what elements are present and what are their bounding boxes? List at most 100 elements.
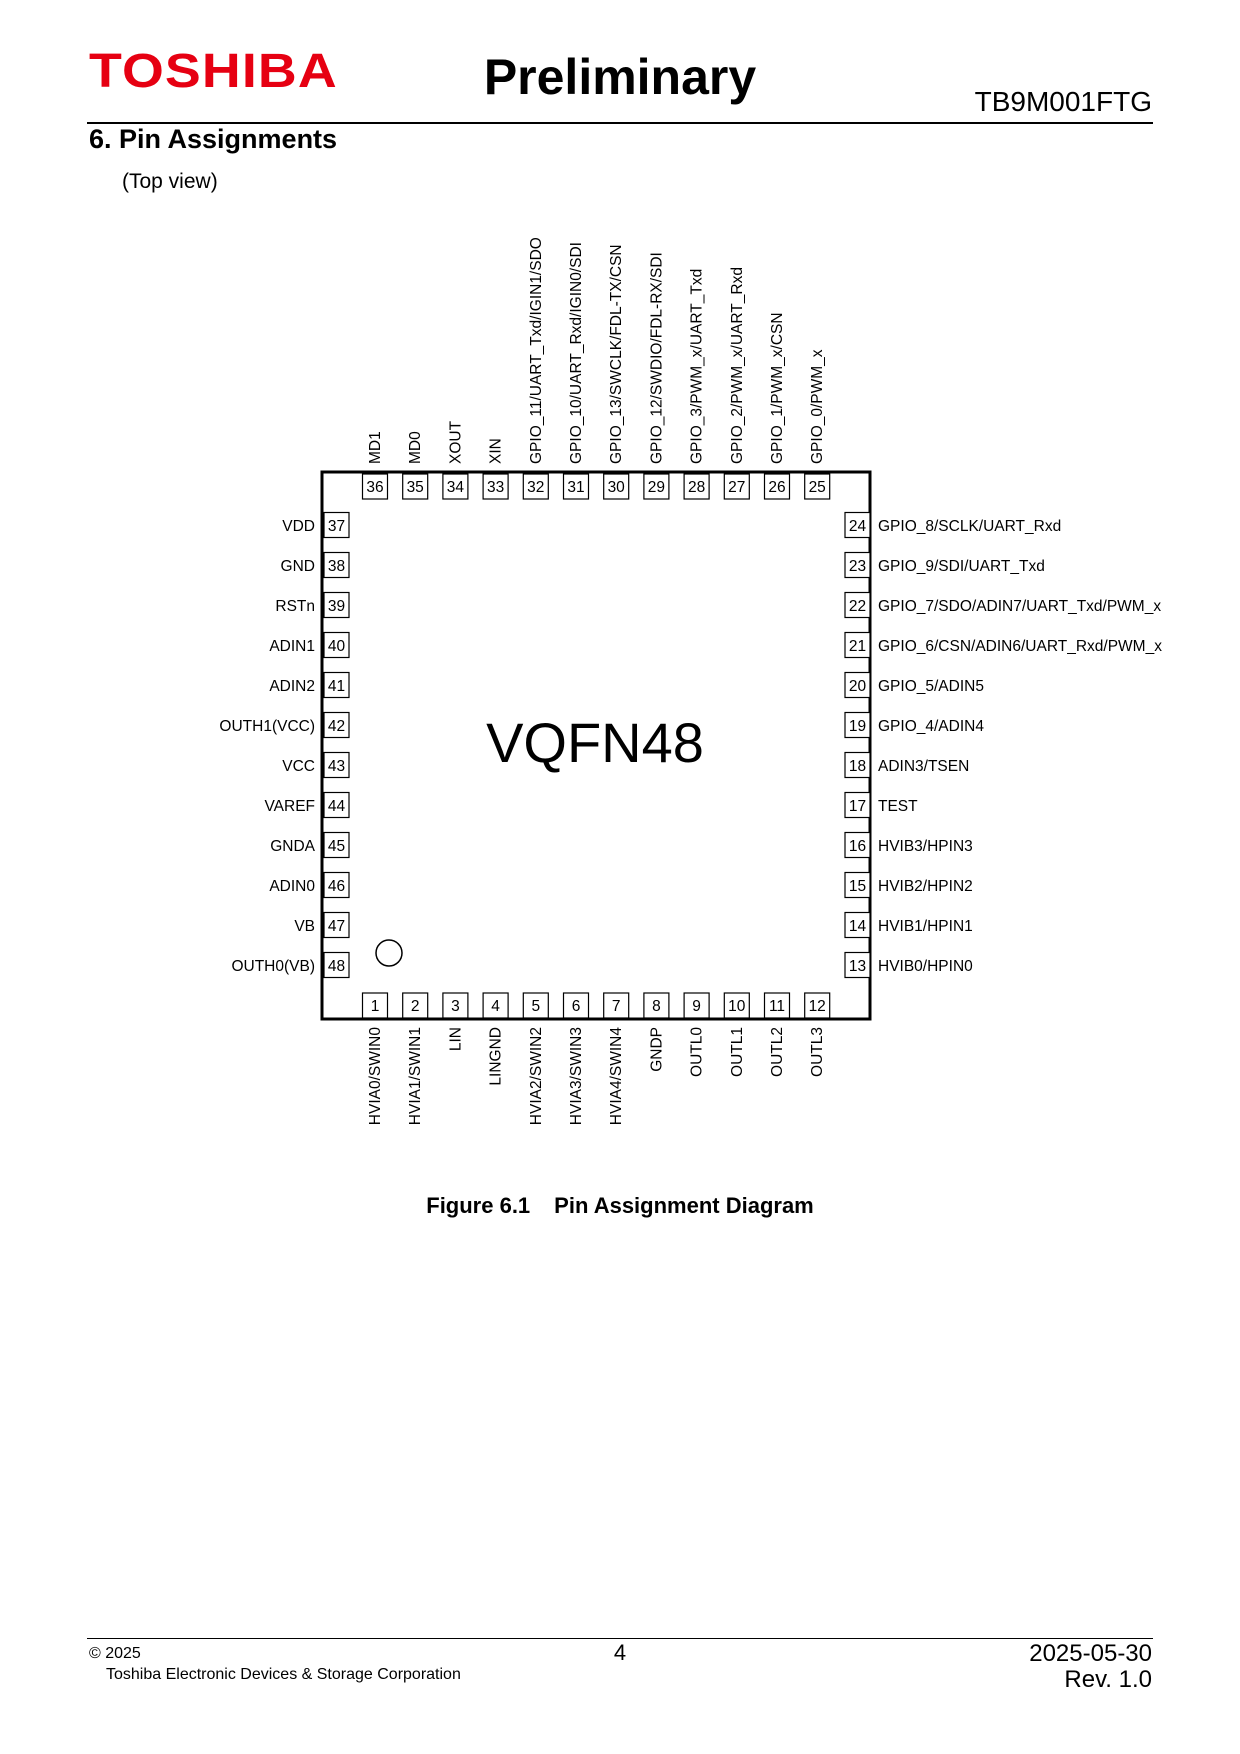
pin-number-box xyxy=(323,951,350,979)
page-number: 4 xyxy=(613,1640,627,1665)
pin-number-box xyxy=(562,473,590,500)
pin-number: 16 xyxy=(849,838,866,855)
pin-number: 28 xyxy=(688,479,705,496)
pin-number: 44 xyxy=(328,798,346,815)
pin-label: HVIB3/HPIN3 xyxy=(878,838,973,855)
pin-number: 24 xyxy=(849,518,867,535)
pin-31: 31 GPIO_10/UART_Rxd/IGIN0/SDI xyxy=(562,242,590,500)
pin-label: GPIO_3/PWM_x/UART_Txd xyxy=(689,269,706,464)
pin-16: 16 HVIB3/HPIN3 xyxy=(844,831,973,859)
pin-number-box xyxy=(402,473,429,500)
pin-number-box xyxy=(323,751,350,779)
package-name: VQFN48 xyxy=(486,711,704,774)
pin-number-box xyxy=(643,992,670,1019)
pin-number-box xyxy=(683,473,710,500)
document-date: 2025-05-30 xyxy=(1029,1640,1152,1667)
pin-number-box xyxy=(402,992,429,1019)
pin-number: 36 xyxy=(366,479,383,496)
pin-number: 19 xyxy=(849,718,866,735)
pin-number: 48 xyxy=(328,958,345,975)
pin-label: VCC xyxy=(282,758,315,775)
pin-label: ADIN2 xyxy=(269,678,315,695)
pin-label: OUTL1 xyxy=(729,1027,746,1077)
pin-number: 1 xyxy=(371,998,380,1015)
pin-number: 9 xyxy=(692,998,701,1015)
pin-number-box xyxy=(442,473,469,500)
pin-number: 37 xyxy=(328,518,345,535)
pin-label: OUTH1(VCC) xyxy=(219,718,315,735)
pin-label: GPIO_4/ADIN4 xyxy=(878,718,984,735)
pin-42: 42 OUTH1(VCC) xyxy=(219,711,350,739)
pin-number-box xyxy=(723,473,750,500)
pin-label: HVIB1/HPIN1 xyxy=(878,918,973,935)
pin-label: HVIB0/HPIN0 xyxy=(878,958,973,975)
pin-number-box xyxy=(323,791,350,819)
pin-number-box xyxy=(522,473,549,500)
pin-number-box xyxy=(361,992,389,1019)
pin-number-box xyxy=(804,992,831,1019)
pin-number-box xyxy=(323,671,350,699)
pin-number: 38 xyxy=(328,558,345,575)
pin-number: 31 xyxy=(567,479,584,496)
pin-number: 15 xyxy=(849,878,866,895)
pin-number-box xyxy=(323,511,350,539)
pin-number-box xyxy=(323,591,350,619)
part-number: TB9M001FTG xyxy=(974,86,1152,117)
pin-label: GPIO_13/SWCLK/FDL-TX/CSN xyxy=(608,244,625,464)
pin-number-box xyxy=(844,911,871,939)
pin-number: 4 xyxy=(491,998,500,1015)
pin-number: 14 xyxy=(849,918,867,935)
pin-label: VB xyxy=(294,918,315,935)
pin-label: HVIA2/SWIN2 xyxy=(528,1027,545,1125)
copyright: © 2025 xyxy=(89,1645,141,1662)
pin-label: VDD xyxy=(282,518,315,535)
pin-number: 40 xyxy=(328,638,346,655)
pin-label: RSTn xyxy=(275,598,315,615)
pin-number-box xyxy=(643,473,670,500)
pin-label: GPIO_1/PWM_x/CSN xyxy=(769,312,786,464)
pin-label: MD0 xyxy=(407,431,424,464)
pin-label: HVIA3/SWIN3 xyxy=(568,1027,585,1125)
pin-number: 21 xyxy=(849,638,866,655)
pin-label: GPIO_10/UART_Rxd/IGIN0/SDI xyxy=(568,242,585,464)
header-divider xyxy=(87,122,1153,124)
pin-number-box xyxy=(323,631,350,659)
pin-label: XOUT xyxy=(447,420,464,464)
pin-number-box xyxy=(562,992,590,1019)
pin-number: 29 xyxy=(648,479,665,496)
pin-number-box xyxy=(804,473,831,500)
pin-number-box xyxy=(723,992,750,1019)
pin-number: 3 xyxy=(451,998,460,1015)
chip-outline xyxy=(320,470,872,1021)
pin-number: 30 xyxy=(608,479,626,496)
pin-number: 47 xyxy=(328,918,345,935)
pin-number-box xyxy=(442,992,469,1019)
pin-28: 28 GPIO_3/PWM_x/UART_Txd xyxy=(683,269,710,500)
pin-number-box xyxy=(844,831,871,859)
pin-number: 39 xyxy=(328,598,345,615)
pin-number-box xyxy=(603,992,630,1019)
pin-number: 42 xyxy=(328,718,345,735)
pin-label: GNDP xyxy=(648,1027,665,1072)
pin-number-box xyxy=(844,871,871,899)
pin-number-box xyxy=(844,631,871,659)
pin-number-box xyxy=(482,473,509,500)
pin-47: 47 VB xyxy=(294,911,350,939)
pin-label: GPIO_7/SDO/ADIN7/UART_Txd/PWM_x xyxy=(878,598,1161,615)
pin-label: GPIO_2/PWM_x/UART_Rxd xyxy=(729,267,746,464)
pin-39: 39 RSTn xyxy=(275,591,350,619)
pin-number-box xyxy=(323,911,350,939)
